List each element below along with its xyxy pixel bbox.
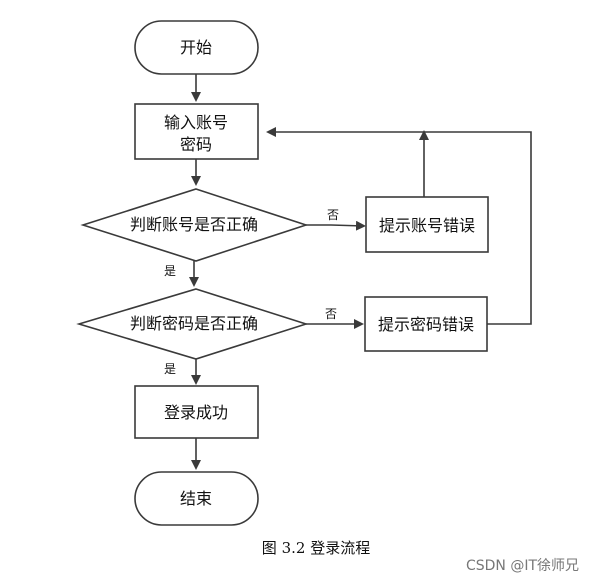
- account-error-node: 提示账号错误: [365, 196, 489, 253]
- start-node-label: 开始: [180, 38, 212, 57]
- login-success-node: 登录成功: [134, 385, 259, 439]
- end-node: 结束: [134, 471, 259, 526]
- input-node-line1: 输入账号: [164, 113, 228, 132]
- account-error-label: 提示账号错误: [379, 216, 475, 235]
- input-node-line2: 密码: [180, 135, 212, 154]
- password-error-label: 提示密码错误: [378, 315, 474, 334]
- check-password-label: 判断密码是否正确: [130, 314, 258, 333]
- figure-caption: 图 3.2 登录流程: [262, 539, 370, 557]
- end-node-label: 结束: [180, 489, 212, 508]
- check-account-label: 判断账号是否正确: [130, 215, 258, 234]
- edge-label-no-2: 否: [325, 307, 337, 321]
- edge-label-no-1: 否: [327, 208, 339, 222]
- password-error-node: 提示密码错误: [364, 296, 488, 352]
- edge-check-account-no: [306, 220, 366, 231]
- check-account-decision: 判断账号是否正确: [80, 188, 309, 262]
- edge-password-error-return: [266, 127, 532, 325]
- check-password-decision: 判断密码是否正确: [76, 288, 309, 360]
- start-node: 开始: [134, 20, 259, 75]
- login-success-label: 登录成功: [164, 403, 228, 422]
- watermark-text: CSDN @IT徐师兄: [466, 558, 579, 574]
- edge-label-yes-2: 是: [164, 362, 176, 376]
- input-account-password-node: 输入账号 密码: [134, 103, 259, 160]
- flow-edges: [189, 74, 532, 470]
- edge-label-yes-1: 是: [164, 264, 176, 278]
